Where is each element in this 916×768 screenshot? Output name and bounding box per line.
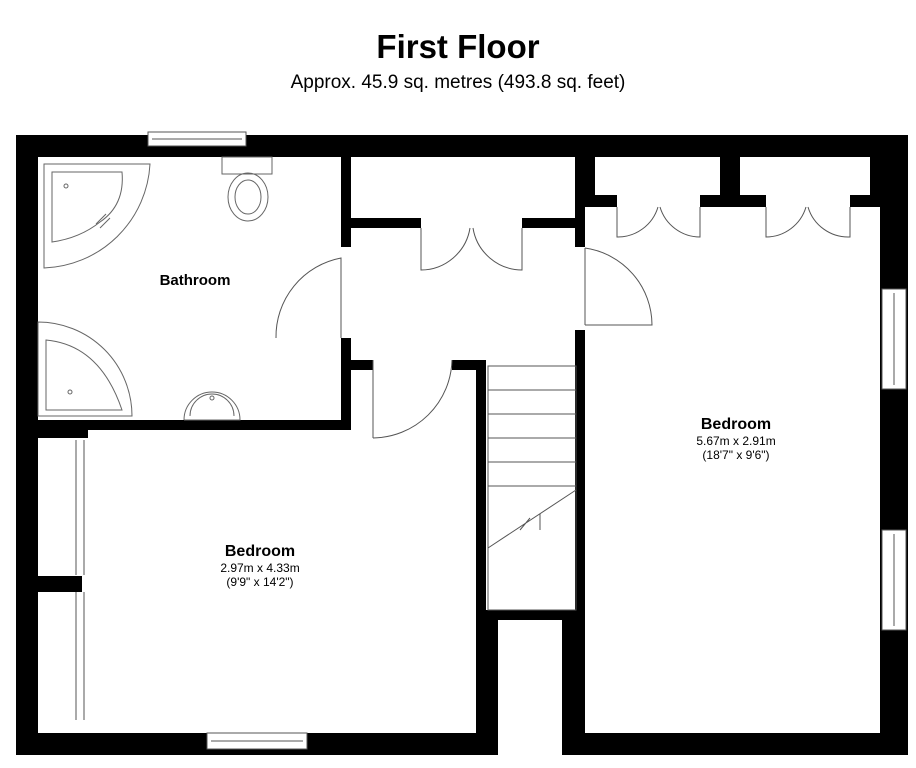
room-name: Bedroom	[700, 416, 772, 433]
room-dimensions-metric: 2.97m x 4.33m	[220, 561, 300, 575]
wall-bath-bottom	[38, 420, 351, 430]
wall-cupboard-divider	[575, 157, 585, 247]
wall-bath-right-upper	[341, 157, 351, 247]
wall-stair-nib-left	[476, 612, 498, 755]
wall-bath-right-lower	[341, 338, 351, 430]
wall-bottom-right	[562, 733, 908, 755]
room-label-bedroom-right: Bedroom 5.67m x 2.91m (18'7" x 9'6")	[666, 416, 806, 462]
wall-cupboard-right-end	[870, 157, 880, 207]
wall-landing-stub-a	[351, 360, 373, 370]
room-name: Bedroom	[224, 543, 296, 560]
door-left-bedroom	[372, 359, 453, 439]
room-label-bathroom: Bathroom	[159, 272, 231, 289]
wall-hall-top-left	[351, 218, 421, 228]
wall-bed-left-top-seg	[38, 420, 88, 438]
room-dimensions-imperial: (9'9" x 14'2")	[226, 575, 294, 589]
stairs	[487, 365, 577, 611]
door-right-bedroom	[584, 247, 653, 326]
shower-tray	[37, 321, 133, 417]
area-subtitle: Approx. 45.9 sq. metres (493.8 sq. feet)	[290, 72, 626, 93]
page-title: First Floor	[376, 28, 540, 65]
wall-wardrobe-divider	[720, 157, 740, 207]
wall-right	[880, 135, 908, 755]
windows	[147, 131, 907, 750]
internal-walls	[38, 157, 880, 733]
wall-cupboard-left	[585, 157, 595, 207]
room-dimensions-imperial: (18'7" x 9'6")	[702, 448, 770, 462]
door-wardrobe-right-b	[765, 206, 851, 238]
door-cupboard-hall	[420, 227, 523, 271]
room-dimensions-metric: 5.67m x 2.91m	[696, 434, 776, 448]
wall-wardrobe-mid-seg	[700, 195, 766, 207]
wall-hall-top-right	[522, 218, 580, 228]
wash-basin	[183, 391, 241, 421]
wardrobe-left-lower	[75, 592, 85, 720]
wall-stair-bottom	[476, 610, 584, 620]
wall-landing-stub-b	[452, 360, 486, 370]
corner-bath	[43, 163, 151, 269]
room-label-bedroom-left: Bedroom 2.97m x 4.33m (9'9" x 14'2")	[190, 543, 330, 589]
doors	[75, 206, 851, 720]
toilet	[221, 156, 273, 175]
wall-stair-left	[476, 360, 486, 620]
wall-left	[16, 135, 38, 755]
bathroom-fixtures	[37, 156, 273, 421]
door-bathroom	[275, 257, 342, 339]
door-wardrobe-right-a	[616, 206, 701, 238]
wardrobe-left-upper	[75, 440, 85, 575]
wall-left-wardrobe-mid	[38, 576, 82, 592]
wall-right-bed-left-lower	[575, 330, 585, 733]
